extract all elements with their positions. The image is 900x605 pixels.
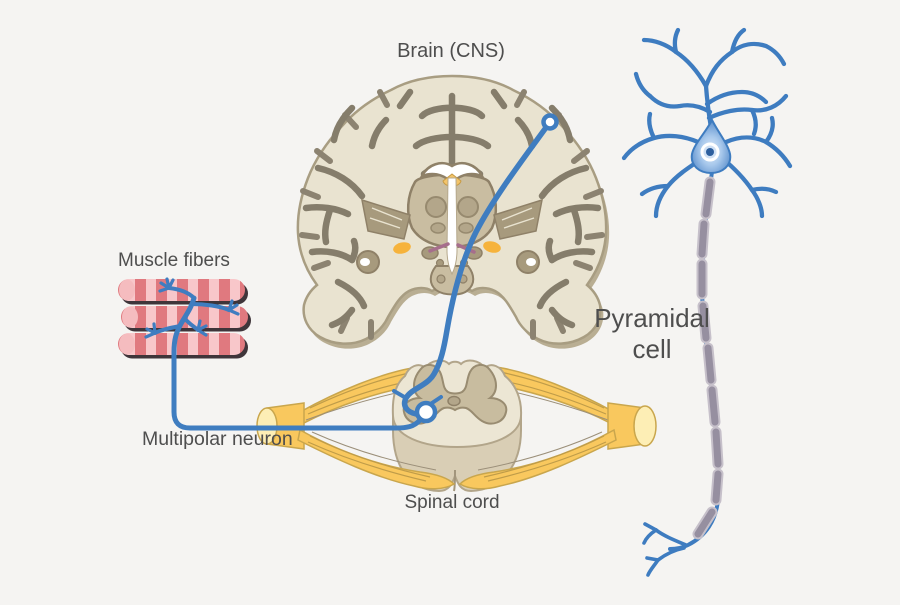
- third-ventricle: [446, 177, 458, 276]
- label-brain-cns: Brain (CNS): [397, 40, 505, 62]
- nucleolus: [706, 148, 714, 156]
- label-pyramidal-line2: cell: [632, 334, 672, 364]
- multipolar-neuron-soma: [414, 400, 438, 424]
- axon-terminals: [642, 522, 688, 577]
- label-multipolar-neuron: Multipolar neuron: [142, 428, 293, 450]
- muscle-fiber: [118, 333, 248, 359]
- nerve-opening-right: [633, 405, 657, 447]
- brain-sulci: [302, 88, 602, 329]
- central-canal: [447, 395, 461, 407]
- internal-capsule-left: [361, 198, 411, 240]
- motor-cortex-origin-point: [541, 113, 559, 131]
- spinal-nerve-right: [607, 402, 657, 450]
- nucleus: [700, 142, 720, 162]
- ventral-nerve-roots: [297, 428, 617, 490]
- axon-terminal-claws: [144, 277, 240, 339]
- myelin-sheath: [692, 176, 724, 540]
- orange-nucleus-right: [483, 241, 501, 253]
- brain-inner-structures: [356, 162, 543, 296]
- orange-nucleus-left: [393, 242, 411, 254]
- pyramidal-cell-illustration: [621, 27, 793, 577]
- label-spinal-cord: Spinal cord: [404, 492, 500, 513]
- label-pyramidal-cell: Pyramidal cell: [587, 303, 717, 365]
- motor-neuron-pathway: [144, 113, 559, 431]
- internal-capsule-right: [493, 198, 543, 240]
- label-pyramidal-line1: Pyramidal: [594, 303, 710, 333]
- dendrites: [621, 27, 793, 219]
- motor-axon: [171, 295, 423, 431]
- label-muscle-fibers: Muscle fibers: [118, 250, 230, 271]
